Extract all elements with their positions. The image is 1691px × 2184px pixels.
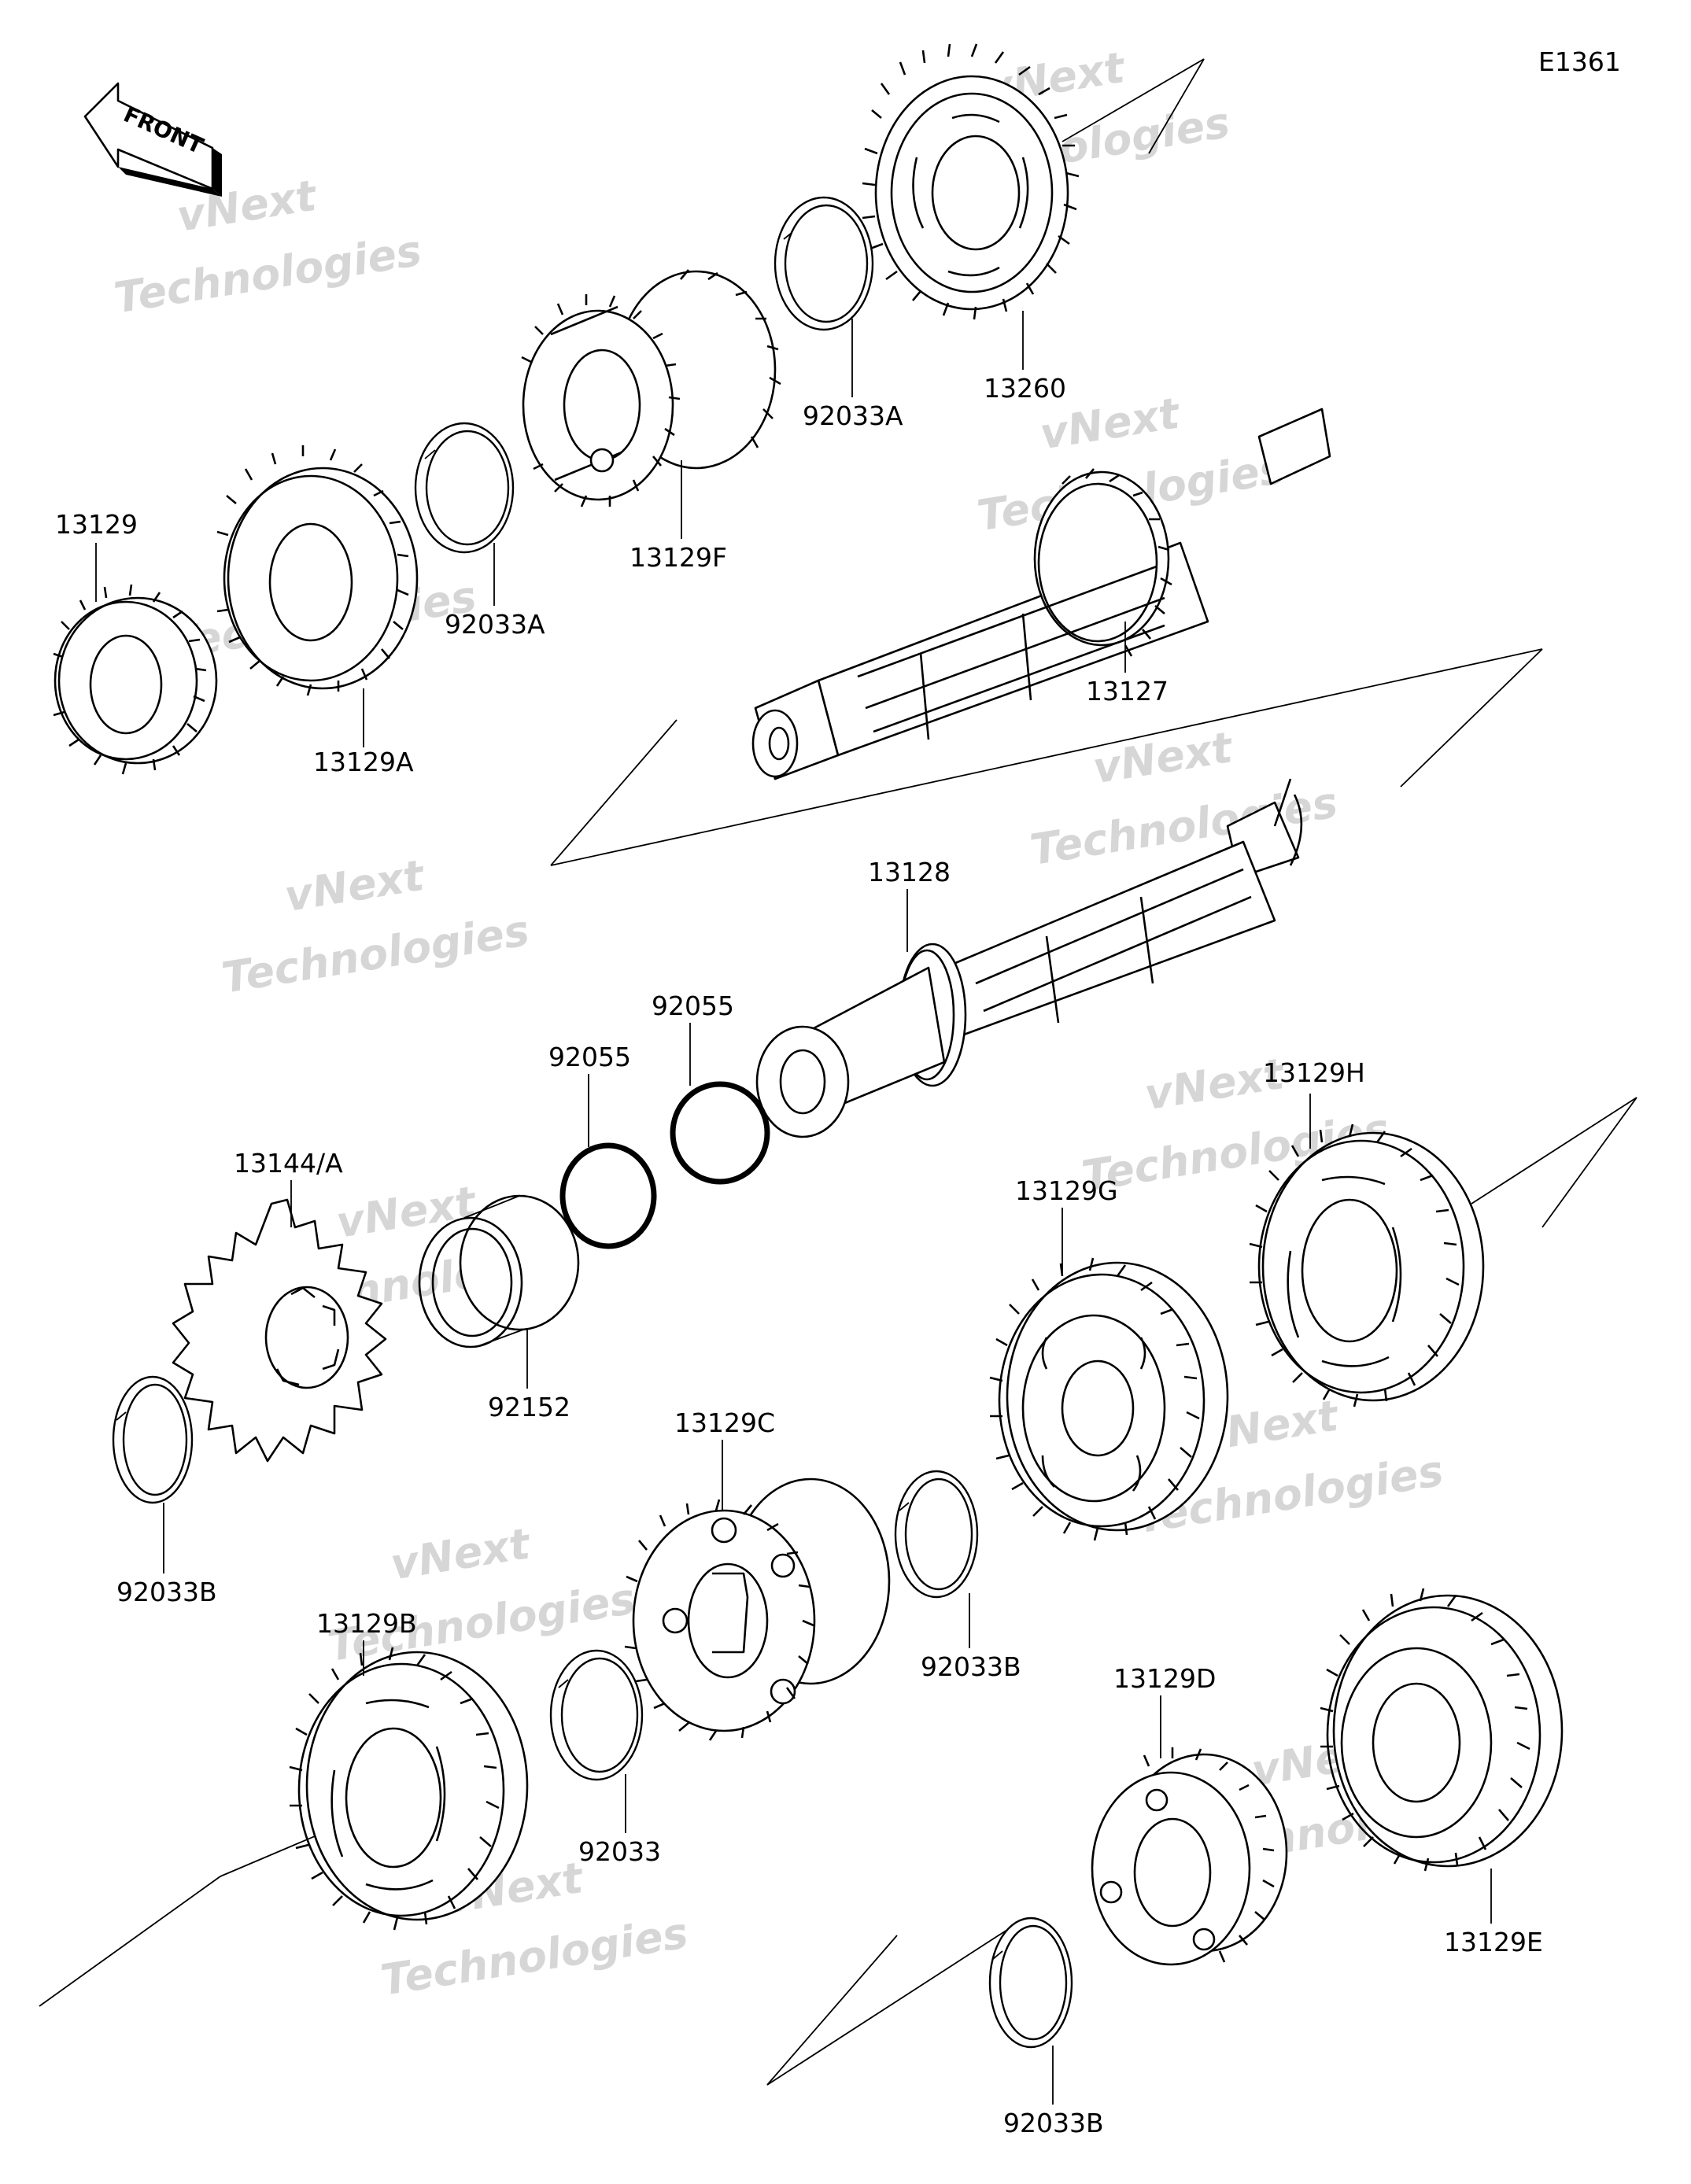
diagram-code: E1361 [1538,46,1621,77]
snap-ring-92033B-left [112,1375,194,1504]
gear-13129B [289,1647,529,1931]
snap-ring-92033 [549,1649,644,1781]
label-92033A-mid[interactable]: 92033A [445,609,545,640]
label-13260[interactable]: 13260 [984,373,1066,404]
watermark-line1: vNext [387,1518,534,1589]
watermark-line1: vNext [1090,722,1237,793]
label-92033A-top[interactable]: 92033A [803,400,903,431]
label-92152[interactable]: 92152 [488,1392,570,1422]
snap-ring-92033A-mid [414,422,515,554]
front-arrow-icon: FRONT [83,82,222,197]
watermarks: vNext Technologies vNext Technologies vN… [111,42,1500,2005]
label-13129F[interactable]: 13129F [630,542,727,573]
sprocket-13144A [172,1198,387,1463]
gear-13129H [1249,1123,1485,1407]
gear-13129G [989,1257,1229,1541]
axis-lines [39,58,1637,2086]
gear-13129 [53,584,218,775]
snap-ring-92033B-mid [894,1470,979,1599]
snap-ring-92033B-bottom [988,1917,1073,2049]
label-92033[interactable]: 92033 [578,1836,661,1867]
watermark-line2: Technologies [219,906,533,1003]
label-92055-right[interactable]: 92055 [652,991,734,1021]
label-13127[interactable]: 13127 [1086,676,1169,706]
watermark-line2: Technologies [378,1908,692,2005]
label-13144A[interactable]: 13144/A [234,1148,343,1179]
label-92055-left[interactable]: 92055 [548,1042,631,1072]
label-13129H[interactable]: 13129H [1263,1057,1365,1088]
watermark-line1: vNext [281,850,428,921]
label-13128[interactable]: 13128 [868,857,951,887]
label-13129A[interactable]: 13129A [313,747,414,777]
label-13129B[interactable]: 13129B [316,1608,417,1639]
leader-lines [95,311,1492,2105]
label-92033B-left[interactable]: 92033B [116,1577,217,1607]
collar-92152 [418,1194,580,1348]
label-13129[interactable]: 13129 [55,509,138,540]
label-13129G[interactable]: 13129G [1015,1175,1118,1206]
gear-13129D [1091,1747,1288,1966]
label-13129C[interactable]: 13129C [674,1407,775,1438]
watermark-line2: Technologies [111,226,425,323]
label-13129D[interactable]: 13129D [1113,1663,1216,1694]
label-92033B-bottom[interactable]: 92033B [1003,2108,1104,2138]
gear-13260 [862,43,1080,320]
gear-13129A [216,445,419,696]
gear-13129F [521,269,781,507]
gear-13129E [1320,1588,1564,1872]
label-13129E[interactable]: 13129E [1444,1927,1543,1957]
snap-ring-92033A-top [774,196,874,331]
o-ring-92055-right [670,1081,770,1185]
o-ring-92055-left [559,1142,657,1249]
shaft-13128 [755,778,1303,1138]
watermark-line1: vNext [333,1177,480,1248]
label-92033B-mid[interactable]: 92033B [921,1651,1021,1682]
shaft-13127 [751,408,1331,780]
gear-13129C [624,1478,891,1741]
